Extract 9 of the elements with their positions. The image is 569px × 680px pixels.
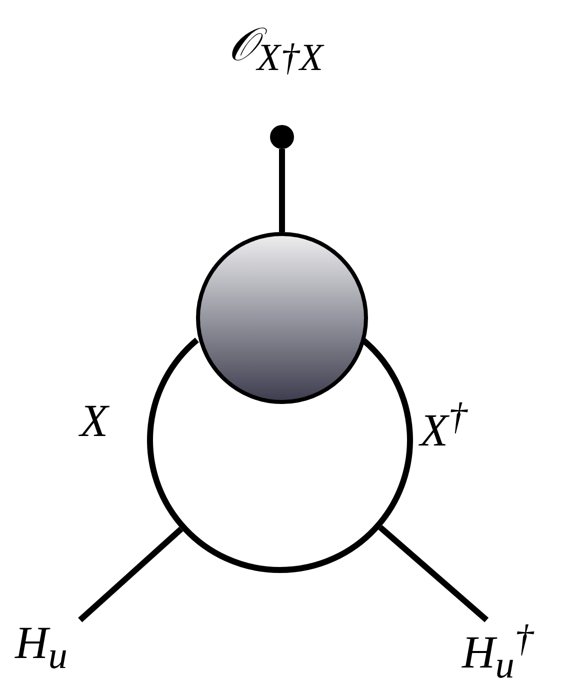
blob-circle [196,232,368,404]
operator-label: 𝒪$_{X†X}$ [228,22,323,78]
field-label: H$_{u}$ [15,620,68,676]
propagator-line [378,525,489,622]
propagator-label: X [80,398,108,444]
propagator-line [279,149,285,232]
propagator-label: X$^{†}$ [420,398,468,454]
vertex-dot [270,125,294,149]
propagator-line [78,526,184,622]
